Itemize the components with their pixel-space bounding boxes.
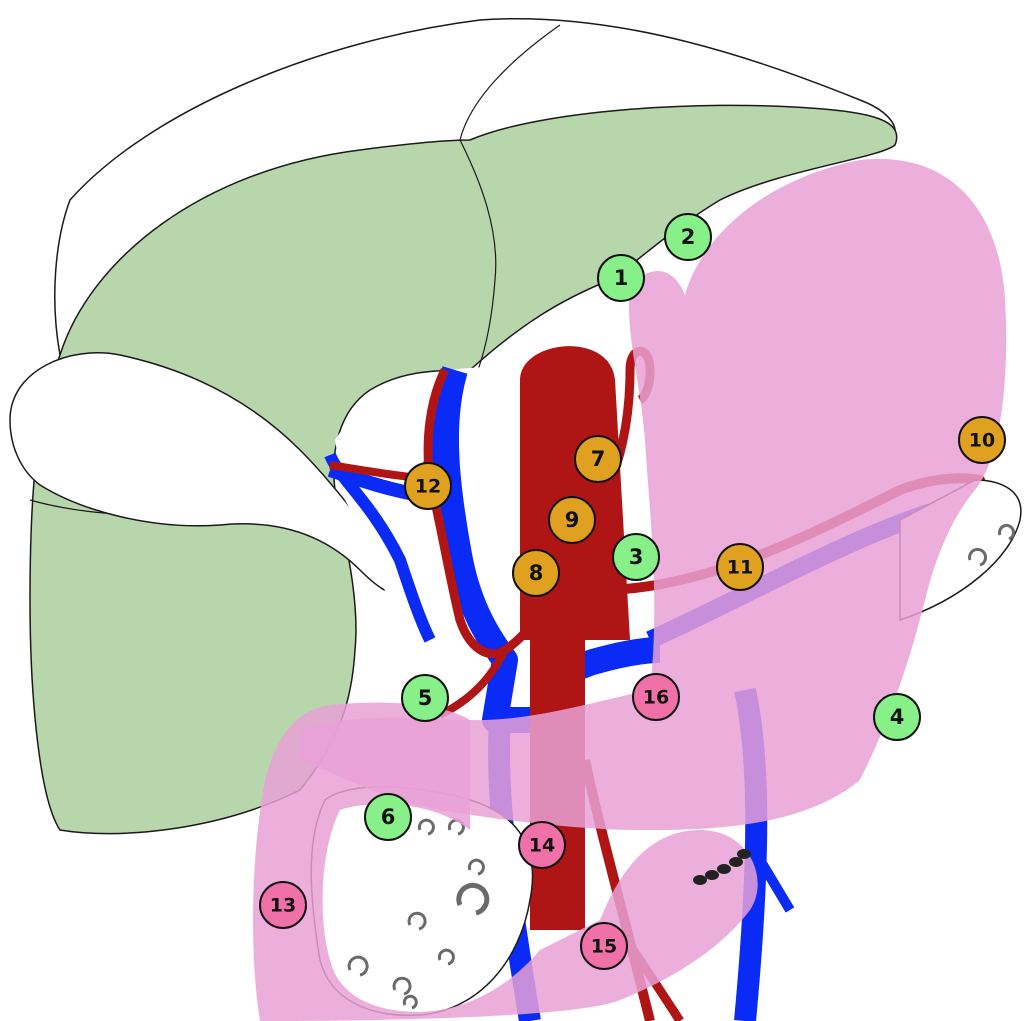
- marker-label: 1: [614, 266, 629, 290]
- marker-label: 11: [727, 557, 753, 579]
- marker-label: 4: [890, 705, 905, 729]
- marker-6: 6: [365, 794, 411, 840]
- marker-label: 7: [591, 447, 606, 471]
- marker-14: 14: [519, 822, 565, 868]
- marker-2: 2: [665, 214, 711, 260]
- marker-label: 10: [969, 430, 995, 452]
- marker-label: 3: [629, 545, 644, 569]
- marker-16: 16: [633, 674, 679, 720]
- marker-label: 16: [643, 687, 669, 709]
- marker-label: 13: [270, 895, 296, 917]
- marker-4: 4: [874, 694, 920, 740]
- marker-label: 8: [529, 561, 544, 585]
- marker-label: 15: [591, 936, 617, 958]
- marker-label: 5: [418, 686, 433, 710]
- marker-label: 6: [381, 805, 396, 829]
- marker-label: 9: [565, 508, 580, 532]
- marker-12: 12: [405, 463, 451, 509]
- marker-10: 10: [959, 417, 1005, 463]
- marker-8: 8: [513, 550, 559, 596]
- marker-5: 5: [402, 675, 448, 721]
- marker-15: 15: [581, 923, 627, 969]
- marker-label: 2: [681, 225, 696, 249]
- marker-label: 12: [415, 476, 441, 498]
- marker-1: 1: [598, 255, 644, 301]
- marker-13: 13: [260, 882, 306, 928]
- marker-11: 11: [717, 544, 763, 590]
- marker-3: 3: [613, 534, 659, 580]
- marker-label: 14: [529, 835, 555, 857]
- marker-9: 9: [549, 497, 595, 543]
- marker-7: 7: [575, 436, 621, 482]
